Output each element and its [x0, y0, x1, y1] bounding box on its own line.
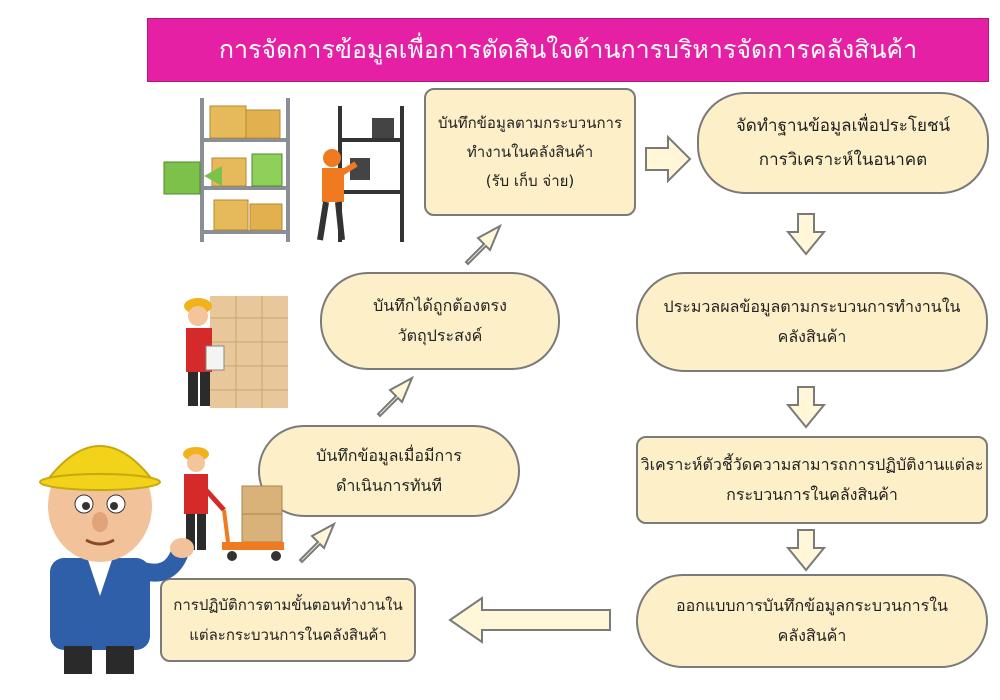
- step-line: ดำเนินการทันที: [335, 476, 442, 495]
- step-design-record: ออกแบบการบันทึกข้อมูลกระบวนการใน คลังสิน…: [636, 574, 988, 668]
- step-line: บันทึกข้อมูลตามกระบวนการ: [437, 113, 623, 132]
- step-line: คลังสินค้า: [777, 626, 847, 645]
- arrow-up-right-icon: [376, 375, 415, 418]
- worker-shelf-illustration: [317, 106, 404, 242]
- step-line: วิเคราะห์ตัวชี้วัดความสามารถการปฏิบัติงา…: [640, 455, 984, 474]
- step-line: ประมวลผลข้อมูลตามกระบวนการทำงานใน: [663, 297, 961, 316]
- step-record-warehouse-process: บันทึกข้อมูลตามกระบวนการ ทำงานในคลังสินค…: [424, 88, 636, 216]
- step-record-immediately: บันทึกข้อมูลเมื่อมีการ ดำเนินการทันที: [258, 425, 520, 517]
- step-line: การปฏิบัติการตามขั้นตอนทำงานใน: [173, 596, 403, 614]
- arrow-left-icon: [448, 596, 611, 644]
- worker-pallet-illustration: [183, 447, 284, 561]
- presenter-character-illustration: [39, 445, 194, 674]
- arrow-up-right-icon: [298, 521, 337, 564]
- step-record-correctly: บันทึกได้ถูกต้องตรง วัตถุประสงค์: [320, 272, 560, 370]
- step-line: จัดทำฐานข้อมูลเพื่อประโยชน์: [735, 116, 951, 136]
- step-line: ออกแบบการบันทึกข้อมูลกระบวนการใน: [676, 596, 948, 615]
- step-line: การวิเคราะห์ในอนาคต: [758, 150, 928, 170]
- worker-clipboard-illustration: [184, 296, 288, 408]
- arrow-down-icon: [786, 386, 826, 429]
- arrow-down-icon: [786, 529, 826, 572]
- step-line: บันทึกได้ถูกต้องตรง: [373, 296, 507, 315]
- diagram-title: การจัดการข้อมูลเพื่อการตัดสินใจด้านการบร…: [147, 18, 989, 82]
- step-create-database: จัดทำฐานข้อมูลเพื่อประโยชน์ การวิเคราะห์…: [697, 92, 989, 194]
- step-line: วัตถุประสงค์: [397, 326, 483, 345]
- step-line: กระบวนการในคลังสินค้า: [726, 485, 898, 504]
- arrow-up-right-icon: [464, 223, 503, 266]
- step-follow-procedure: การปฏิบัติการตามขั้นตอนทำงานใน แต่ละกระบ…: [160, 578, 416, 662]
- step-line: (รับ เก็บ จ่าย): [485, 171, 575, 190]
- step-analyze-kpi: วิเคราะห์ตัวชี้วัดความสามารถการปฏิบัติงา…: [636, 436, 988, 524]
- step-line: บันทึกข้อมูลเมื่อมีการ: [316, 446, 462, 465]
- arrow-right-icon: [645, 134, 692, 184]
- step-process-data: ประมวลผลข้อมูลตามกระบวนการทำงานใน คลังสิ…: [636, 272, 988, 372]
- step-line: ทำงานในคลังสินค้า: [466, 142, 594, 161]
- warehouse-shelf-illustration: [163, 98, 290, 242]
- step-line: คลังสินค้า: [777, 327, 847, 346]
- arrow-down-icon: [786, 213, 826, 256]
- step-line: แต่ละกระบวนการในคลังสินค้า: [189, 626, 387, 644]
